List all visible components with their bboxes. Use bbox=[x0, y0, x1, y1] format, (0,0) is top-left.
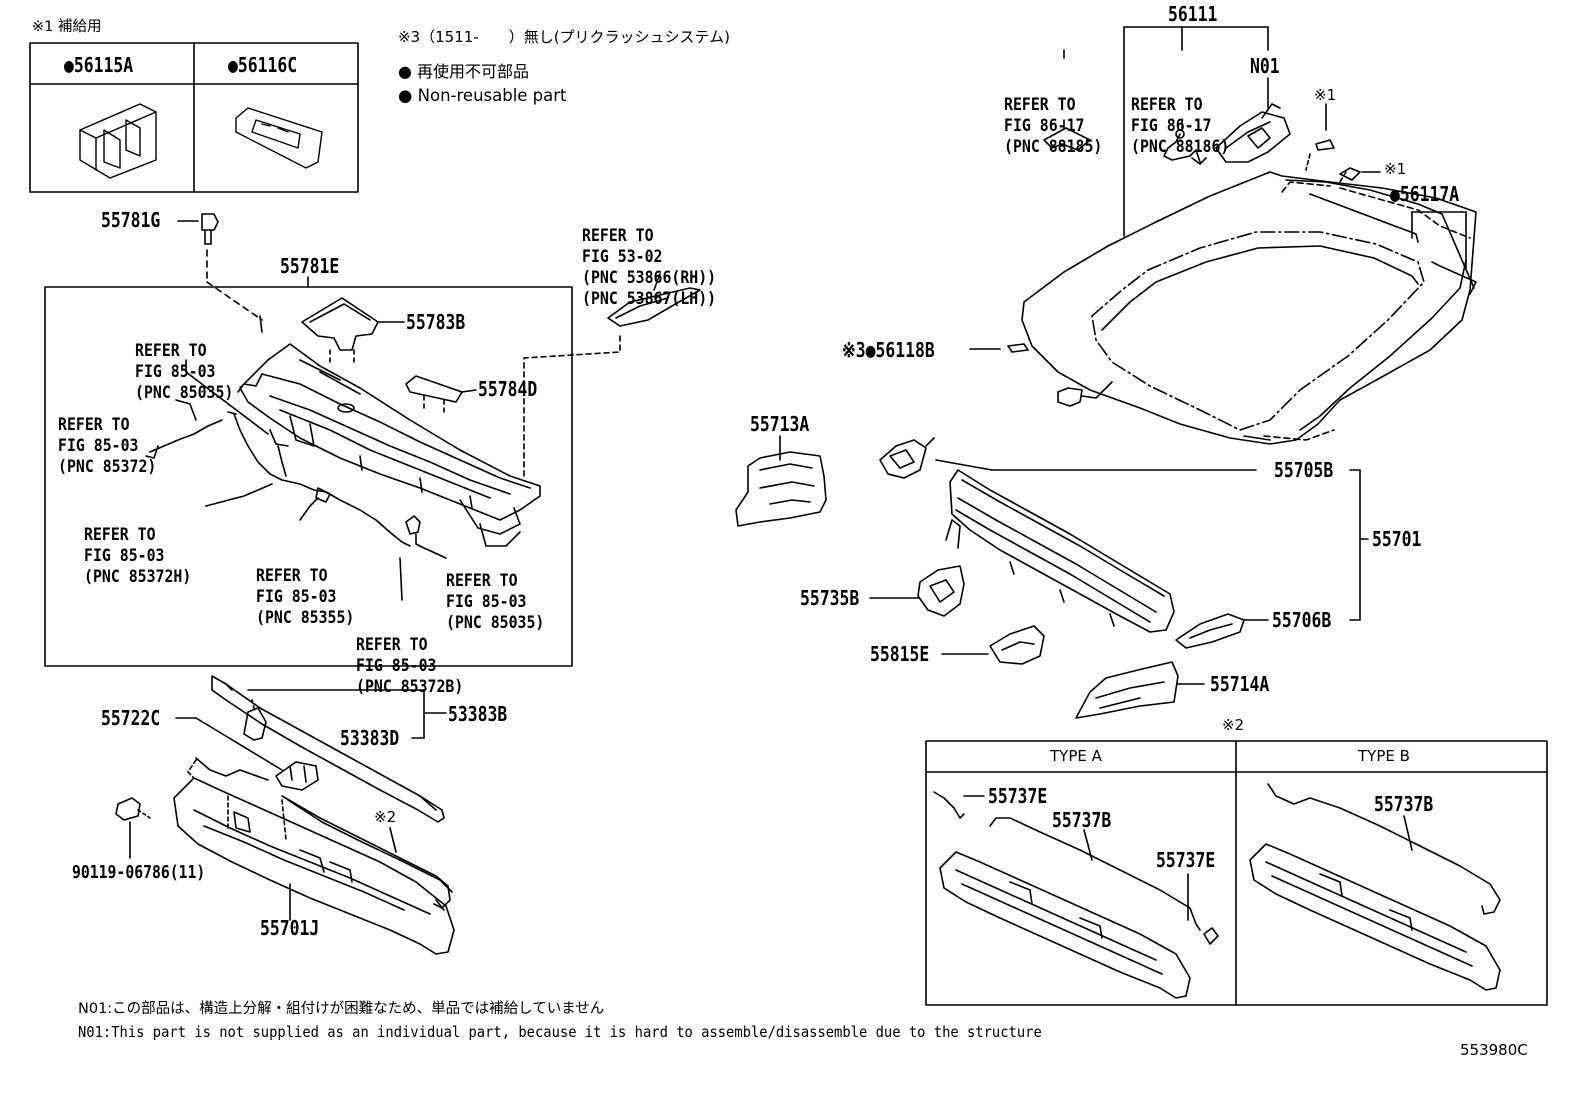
part-label-56116c: ●56116C bbox=[228, 53, 298, 77]
dashed-leader-53-02 bbox=[523, 335, 621, 479]
part-label-55815e: 55815E bbox=[870, 642, 930, 666]
part-label-n01: N01 bbox=[1250, 54, 1280, 78]
part-label-90119: 90119-06786(11) bbox=[72, 862, 206, 883]
leaders-56117a bbox=[1411, 211, 1467, 269]
panel-55713a-drawing bbox=[735, 435, 827, 527]
clip-53383d-drawing bbox=[243, 699, 267, 741]
part-label-55714a: 55714A bbox=[1210, 672, 1270, 696]
part-label-55781g: 55781G bbox=[101, 208, 161, 232]
clip-56116c-drawing bbox=[235, 107, 323, 169]
inset-title: ※1 補給用 bbox=[32, 19, 102, 35]
part-label-53383b: 53383B bbox=[448, 702, 508, 726]
seal-53383b-drawing bbox=[211, 675, 447, 823]
figure-code: 553980C bbox=[1460, 1041, 1528, 1059]
part-label-55722c: 55722C bbox=[101, 706, 161, 730]
type-b-header: TYPE B bbox=[1358, 747, 1410, 765]
part-88186-drawing bbox=[1163, 129, 1207, 165]
hose-55737-drawing bbox=[281, 795, 453, 911]
type-a-drawing bbox=[933, 791, 1219, 999]
footnote-n01-jp: N01:この部品は、構造上分解・組付けが困難なため、単品では補給していません bbox=[78, 1001, 605, 1017]
mark-2-left: ※2 bbox=[374, 808, 397, 826]
part-label-55737b-a: 55737B bbox=[1052, 808, 1112, 832]
clip-56115a-drawing bbox=[79, 103, 157, 179]
footnote-n01-en: N01:This part is not supplied as an indi… bbox=[78, 1023, 1042, 1041]
leaders-55701 bbox=[1349, 469, 1369, 621]
part-label-55701j: 55701J bbox=[260, 916, 320, 940]
leaders-56111 bbox=[1063, 26, 1269, 237]
part-label-55737b-b: 55737B bbox=[1374, 792, 1434, 816]
part-label-55783b: 55783B bbox=[406, 310, 466, 334]
part-label-55713a: 55713A bbox=[750, 412, 810, 436]
bracket-55735b-drawing bbox=[869, 565, 965, 617]
legend-nonreusable-en: ● Non-reusable part bbox=[398, 86, 567, 105]
clip-56118b-drawing bbox=[969, 343, 1029, 353]
bracket-55784d-drawing bbox=[405, 375, 477, 417]
part-label-53383d: 53383D bbox=[340, 726, 400, 750]
part-label-55784d: 55784D bbox=[478, 377, 538, 401]
type-b-drawing bbox=[1249, 783, 1501, 991]
part-label-55737e-a-top: 55737E bbox=[988, 784, 1048, 808]
cowl-55701-drawing bbox=[879, 437, 1175, 633]
bracket-55706b-drawing bbox=[1175, 613, 1269, 649]
part-label-55701: 55701 bbox=[1372, 527, 1422, 551]
type-box bbox=[925, 740, 1548, 1006]
bracket-55815e-drawing bbox=[941, 625, 1045, 665]
pieces-mark1-drawing bbox=[1315, 103, 1381, 181]
part-label-56115a: ●56115A bbox=[64, 53, 134, 77]
washer-hoses-drawing bbox=[145, 315, 447, 601]
cowl-panel-55701j-drawing bbox=[173, 757, 455, 955]
mark-1-top: ※1 bbox=[1314, 86, 1337, 104]
part-label-55706b: 55706B bbox=[1272, 608, 1332, 632]
part-label-56118b: ※3●56118B bbox=[842, 338, 935, 362]
type-a-header: TYPE A bbox=[1050, 747, 1102, 765]
camera-n01-drawing bbox=[1215, 103, 1291, 163]
mark-1-right: ※1 bbox=[1384, 160, 1407, 178]
panel-55714a-drawing bbox=[1075, 661, 1205, 719]
bracket-55722c-drawing bbox=[175, 717, 319, 791]
mark-2-right: ※2 bbox=[1222, 716, 1245, 734]
legend-note3: ※3（1511- ）無し(プリクラッシュシステム) bbox=[398, 28, 730, 46]
part-label-55735b: 55735B bbox=[800, 586, 860, 610]
part-53866-drawing bbox=[607, 273, 701, 327]
bolt-90119-drawing bbox=[115, 797, 151, 859]
bracket-55783b-drawing bbox=[301, 297, 405, 363]
part-label-55705b: 55705B bbox=[1274, 458, 1334, 482]
clip-55781g-drawing bbox=[177, 213, 263, 321]
part-label-55781e: 55781E bbox=[280, 254, 340, 278]
part-label-56117a: ●56117A bbox=[1390, 182, 1460, 206]
legend-nonreusable-jp: ● 再使用不可部品 bbox=[398, 62, 530, 81]
inset-box bbox=[29, 42, 359, 193]
cowl-louver-drawing bbox=[237, 343, 541, 547]
part-label-56111: 56111 bbox=[1168, 2, 1218, 26]
part-88185-drawing bbox=[1043, 127, 1091, 151]
part-label-55737e-a-right: 55737E bbox=[1156, 848, 1216, 872]
windshield-drawing bbox=[1021, 153, 1477, 445]
